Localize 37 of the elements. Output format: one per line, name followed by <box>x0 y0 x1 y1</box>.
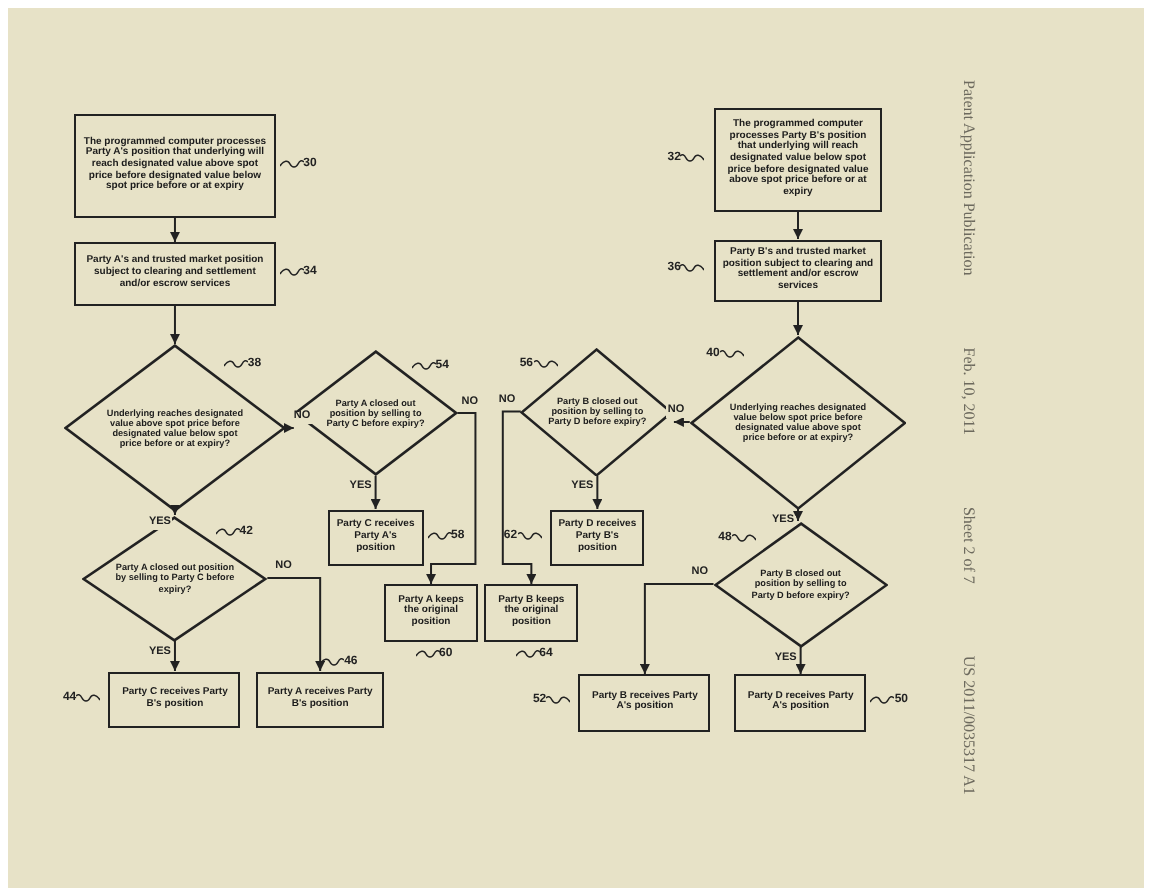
process-box <box>549 509 645 566</box>
decision-diamond <box>82 515 268 641</box>
decision-diamond <box>64 344 286 512</box>
header-text: Sheet 2 of 7 <box>961 506 979 584</box>
process-box <box>734 674 867 731</box>
arrow <box>169 505 180 516</box>
arrow <box>169 640 180 672</box>
decision-diamond <box>293 350 458 476</box>
arrow <box>501 410 537 585</box>
arrow <box>370 475 381 510</box>
header-text: Feb. 10, 2011 <box>961 347 979 435</box>
arrow <box>283 423 295 433</box>
arrow <box>169 304 180 345</box>
arrow <box>169 217 180 243</box>
arrow <box>793 301 803 336</box>
process-box <box>713 107 883 212</box>
process-box <box>328 509 424 566</box>
arrow <box>639 583 715 675</box>
process-box <box>713 239 883 302</box>
process-box <box>74 113 276 218</box>
arrow <box>426 412 477 585</box>
arrow <box>592 475 603 510</box>
process-box <box>383 584 479 641</box>
arrow <box>266 577 326 672</box>
arrow <box>793 508 803 522</box>
process-box <box>74 242 276 305</box>
decision-diamond <box>713 521 888 647</box>
header-text: Patent Application Publication <box>961 80 979 276</box>
process-box <box>578 674 711 731</box>
decision-diamond <box>689 335 907 509</box>
header-text: US 2011/0035317 A1 <box>961 655 979 795</box>
arrow <box>793 211 803 240</box>
arrow <box>795 646 806 675</box>
process-box <box>483 584 579 641</box>
arrow <box>672 417 691 427</box>
process-box <box>256 671 384 728</box>
process-box <box>108 671 241 728</box>
